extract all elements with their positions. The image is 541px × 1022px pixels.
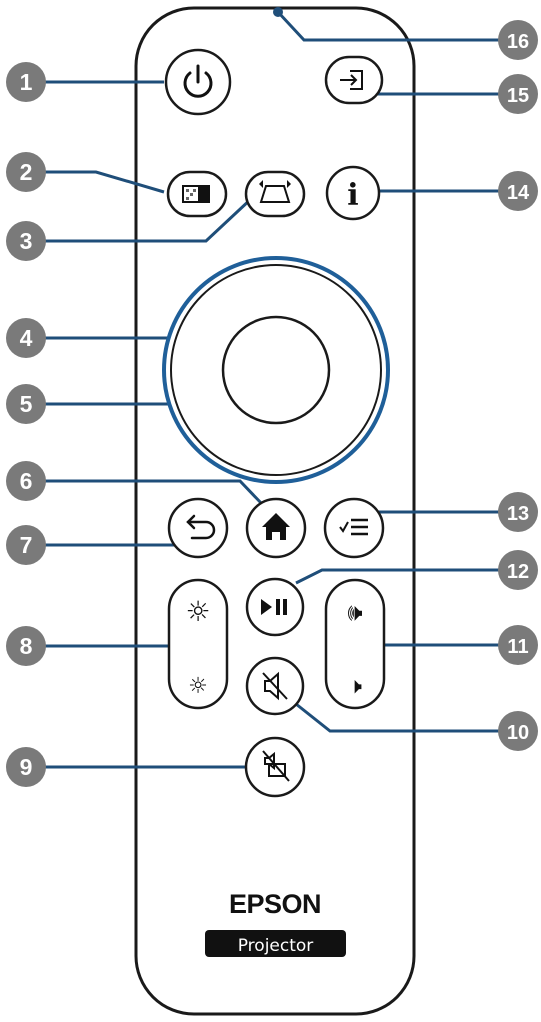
callout-badge-number: 10 [507,722,529,744]
callout-badge-8: 8 [6,626,46,666]
callout-badge-circle [498,625,538,665]
menu-button[interactable] [323,497,385,559]
leader-3 [40,196,254,243]
leader-12 [295,568,500,585]
brand-logo: EPSON [229,889,321,919]
callout-badge-number: 6 [20,468,33,494]
callout-badge-circle [498,74,538,114]
callout-badge-number: 13 [507,503,529,525]
callout-badge-number: 5 [20,391,33,417]
product-label-text: Projector [238,936,314,956]
callout-badge-11: 11 [498,625,538,665]
leader-2 [40,170,165,194]
callout-badge-number: 14 [507,182,530,204]
callout-badge-circle [6,626,46,666]
callout-badge-circle [498,550,538,590]
leader-6 [40,479,264,506]
volume-rocker[interactable]: 🕪 🕨 [324,578,386,710]
callout-badge-number: 8 [20,633,33,659]
color-mode-icon [182,185,210,203]
callout-badge-circle [6,525,46,565]
callout-badge-number: 2 [20,159,33,185]
callout-badge-16: 16 [498,20,538,60]
volume-up-icon: 🕪 [347,598,362,626]
callout-badge-number: 15 [507,85,529,107]
callout-badge-number: 9 [20,754,33,780]
mute-icon [262,671,288,701]
info-button[interactable]: i [325,165,381,221]
callout-badge-number: 1 [20,69,33,95]
callout-badge-number: 7 [20,532,33,558]
mute-button[interactable] [245,656,305,716]
callout-badge-6: 6 [6,461,46,501]
callout-badge-number: 3 [20,228,33,254]
av-mute-icon [262,750,290,782]
home-button[interactable] [245,497,307,559]
callout-badge-circle [6,461,46,501]
callout-badge-number: 12 [507,561,529,583]
callout-badge-1: 1 [6,62,46,102]
callout-badge-12: 12 [498,550,538,590]
source-button[interactable] [324,55,384,105]
play-pause-button[interactable] [245,577,305,637]
av-mute-button[interactable] [244,736,306,798]
back-icon [186,514,216,540]
callout-badge-circle [6,318,46,358]
callout-badge-2: 2 [6,152,46,192]
back-button[interactable] [167,497,229,559]
callout-badge-circle [6,152,46,192]
callout-badge-circle [6,747,46,787]
product-label: Projector [205,930,346,957]
volume-down-icon: 🕨 [348,674,362,699]
keystone-icon [259,180,291,203]
callout-badge-10: 10 [498,711,538,751]
callout-badge-circle [6,221,46,261]
callout-badge-9: 9 [6,747,46,787]
callout-badge-14: 14 [498,171,538,211]
leader-lines [40,10,500,769]
ir-emitter [273,7,283,17]
callout-badge-circle [498,492,538,532]
callout-badge-circle [498,20,538,60]
info-icon: i [347,178,358,213]
callout-badge-circle [6,384,46,424]
callout-badge-13: 13 [498,492,538,532]
power-icon [183,71,213,98]
play-pause-icon [261,599,287,615]
menu-icon [339,518,368,536]
leader-16 [276,10,500,42]
brightness-down-icon: ☼ [188,674,208,699]
color-mode-button[interactable] [166,170,228,218]
brightness-rocker[interactable]: ☼ ☼ [167,578,229,710]
enter-button[interactable] [221,315,331,425]
callout-badge-3: 3 [6,221,46,261]
power-button[interactable] [164,48,232,116]
leader-10 [295,702,500,733]
callout-badge-number: 16 [507,31,529,53]
callout-badge-15: 15 [498,74,538,114]
keystone-button[interactable] [244,170,306,218]
callout-badge-5: 5 [6,384,46,424]
callout-badge-number: 11 [507,636,528,658]
callout-badge-circle [498,711,538,751]
source-icon [340,70,363,90]
callout-badge-7: 7 [6,525,46,565]
brightness-up-icon: ☼ [185,595,210,628]
callout-badge-4: 4 [6,318,46,358]
callout-badge-circle [498,171,538,211]
callout-badge-number: 4 [20,325,33,351]
home-icon [262,513,290,540]
callout-badge-circle [6,62,46,102]
